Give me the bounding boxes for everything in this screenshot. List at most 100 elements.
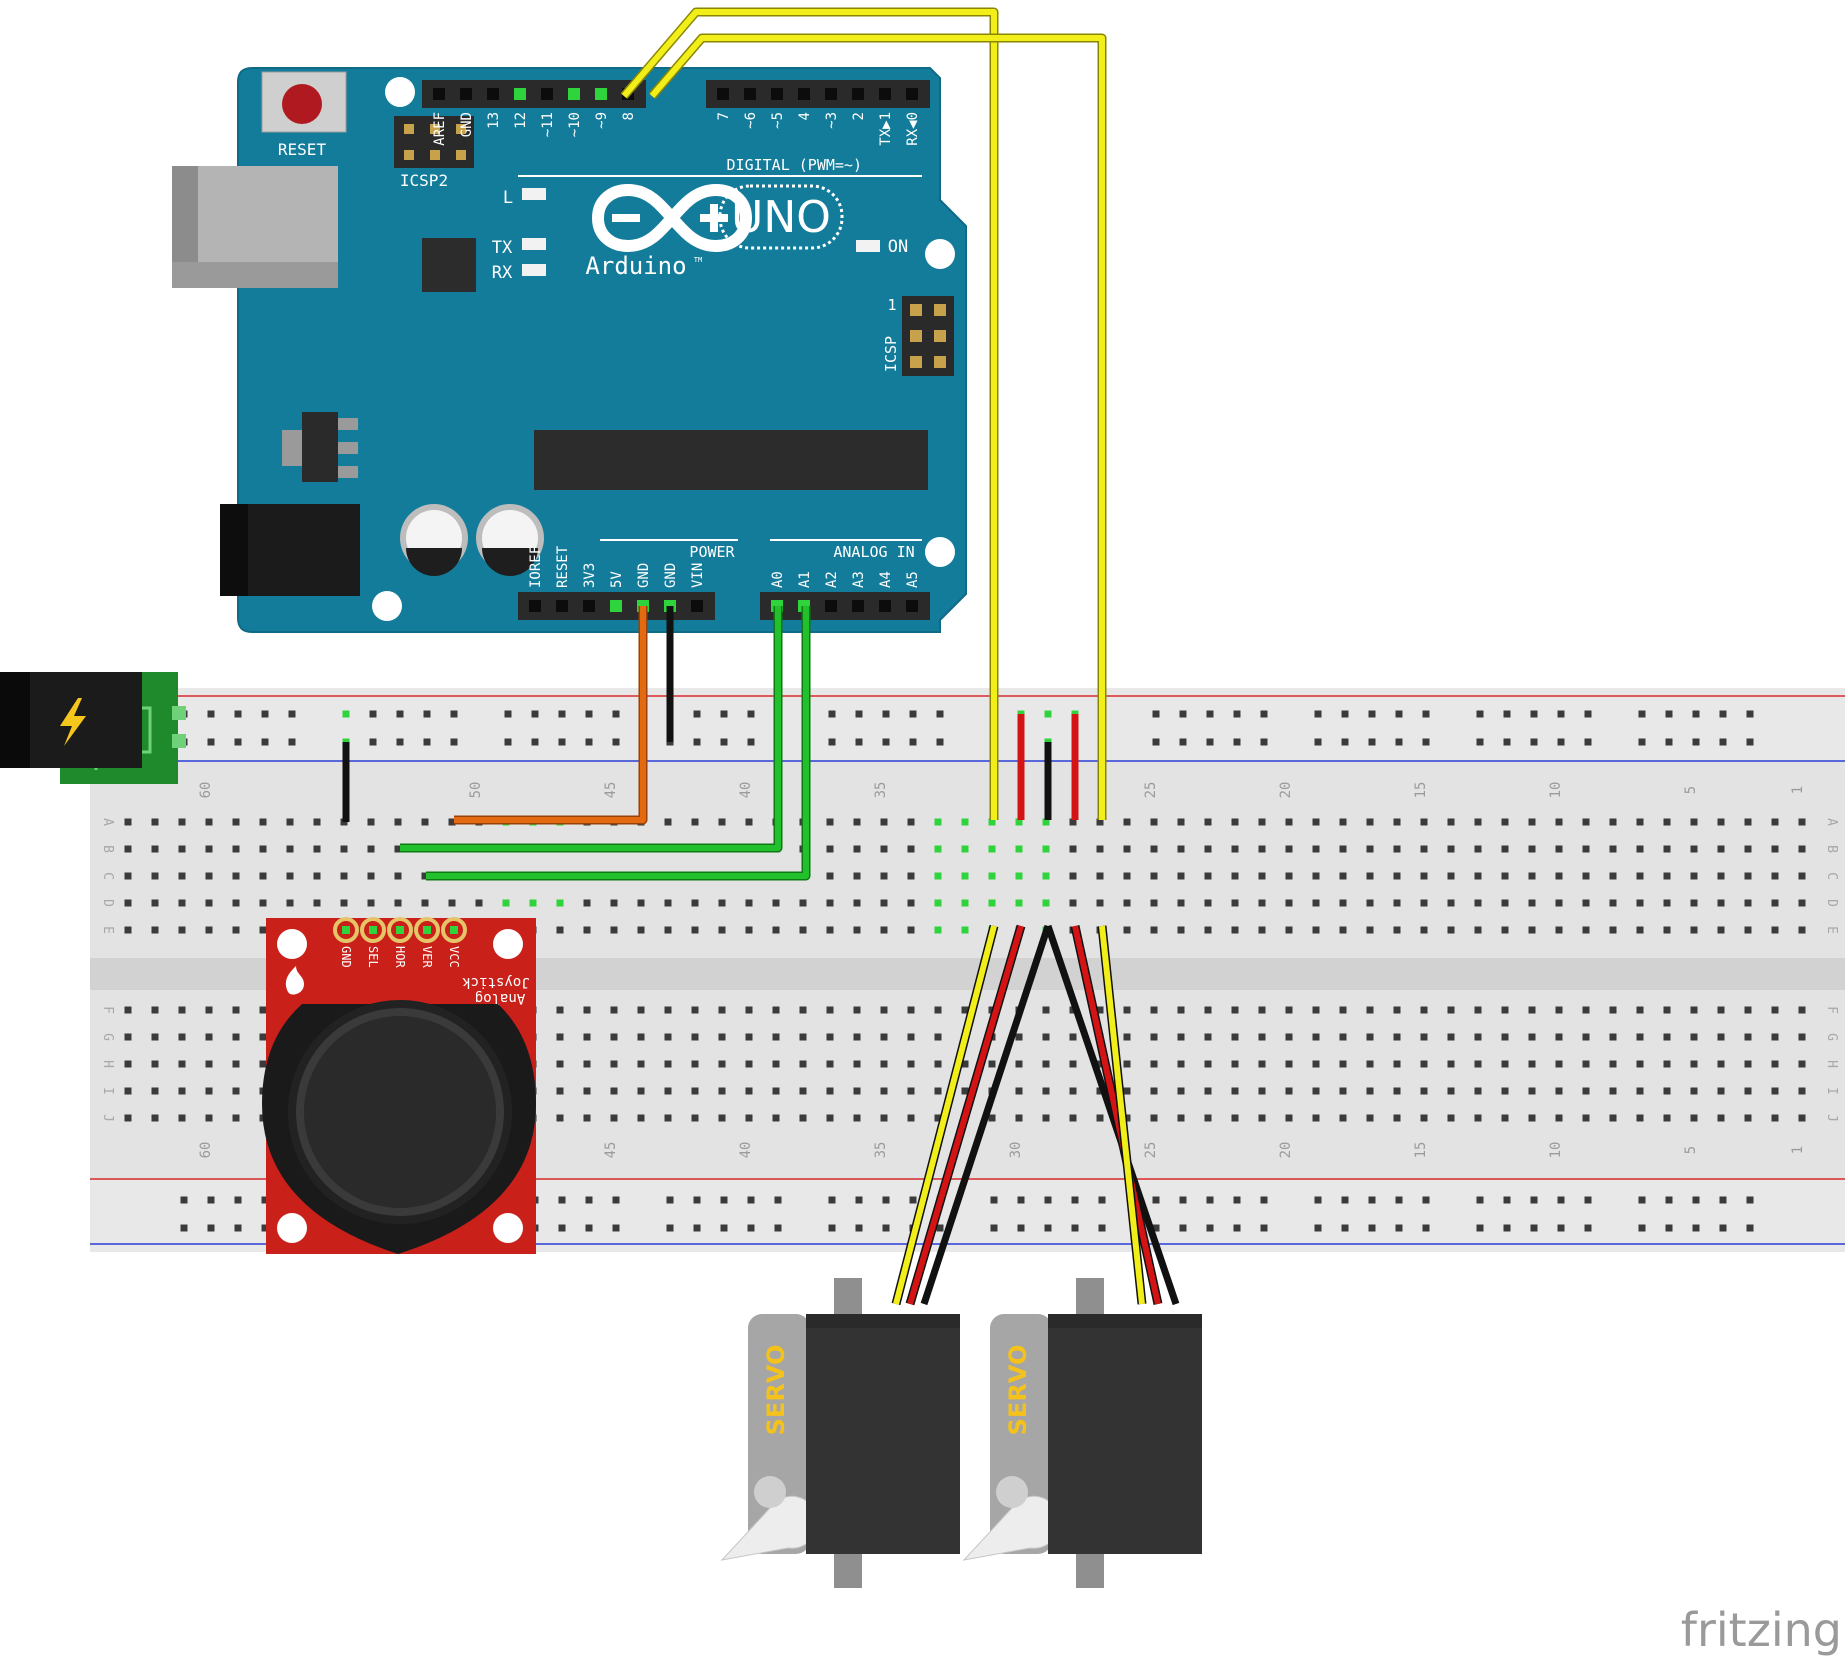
- breadboard-hole[interactable]: [1582, 1033, 1590, 1041]
- breadboard-hole[interactable]: [1636, 1060, 1644, 1068]
- breadboard-hole[interactable]: [1771, 845, 1779, 853]
- rail-hole[interactable]: [612, 738, 620, 746]
- breadboard-hole[interactable]: [610, 1033, 618, 1041]
- breadboard-hole[interactable]: [367, 899, 375, 907]
- header-pin[interactable]: [460, 88, 472, 100]
- breadboard-hole[interactable]: [583, 1033, 591, 1041]
- breadboard-hole[interactable]: [1447, 1033, 1455, 1041]
- breadboard-hole[interactable]: [826, 926, 834, 934]
- breadboard-hole[interactable]: [1393, 818, 1401, 826]
- breadboard-hole[interactable]: [1744, 818, 1752, 826]
- header-pin[interactable]: [879, 600, 891, 612]
- breadboard-hole[interactable]: [772, 899, 780, 907]
- breadboard-hole[interactable]: [1420, 845, 1428, 853]
- breadboard-hole[interactable]: [1285, 872, 1293, 880]
- rail-hole[interactable]: [1233, 738, 1241, 746]
- breadboard-hole[interactable]: [259, 926, 267, 934]
- breadboard-hole[interactable]: [1609, 1087, 1617, 1095]
- rail-hole[interactable]: [423, 710, 431, 718]
- breadboard-hole[interactable]: [637, 1033, 645, 1041]
- breadboard-hole[interactable]: [799, 1087, 807, 1095]
- breadboard-hole[interactable]: [961, 845, 969, 853]
- breadboard-hole[interactable]: [826, 1087, 834, 1095]
- breadboard-hole[interactable]: [1474, 845, 1482, 853]
- breadboard-hole[interactable]: [718, 1033, 726, 1041]
- breadboard-hole[interactable]: [1690, 818, 1698, 826]
- breadboard-hole[interactable]: [1717, 1033, 1725, 1041]
- rail-hole[interactable]: [990, 1196, 998, 1204]
- rail-hole[interactable]: [1584, 710, 1592, 718]
- breadboard-hole[interactable]: [205, 1006, 213, 1014]
- rail-hole[interactable]: [1746, 1224, 1754, 1232]
- breadboard-hole[interactable]: [1231, 872, 1239, 880]
- breadboard-hole[interactable]: [1042, 1087, 1050, 1095]
- rail-hole[interactable]: [1476, 1196, 1484, 1204]
- breadboard-hole[interactable]: [1393, 926, 1401, 934]
- rail-hole[interactable]: [288, 738, 296, 746]
- rail-hole[interactable]: [1341, 738, 1349, 746]
- breadboard-hole[interactable]: [664, 818, 672, 826]
- breadboard-hole[interactable]: [637, 899, 645, 907]
- breadboard-hole[interactable]: [988, 845, 996, 853]
- breadboard-hole[interactable]: [1204, 872, 1212, 880]
- breadboard-hole[interactable]: [1123, 1114, 1131, 1122]
- breadboard-hole[interactable]: [394, 845, 402, 853]
- breadboard-hole[interactable]: [907, 818, 915, 826]
- breadboard-hole[interactable]: [1150, 845, 1158, 853]
- breadboard-hole[interactable]: [1285, 1006, 1293, 1014]
- rail-hole[interactable]: [1638, 1196, 1646, 1204]
- breadboard-hole[interactable]: [1798, 818, 1806, 826]
- breadboard-hole[interactable]: [1501, 1087, 1509, 1095]
- breadboard-hole[interactable]: [1150, 872, 1158, 880]
- rail-hole[interactable]: [1557, 1196, 1565, 1204]
- breadboard-hole[interactable]: [1231, 1060, 1239, 1068]
- rail-hole[interactable]: [1692, 1224, 1700, 1232]
- rail-hole[interactable]: [1071, 1196, 1079, 1204]
- breadboard-hole[interactable]: [1339, 818, 1347, 826]
- breadboard-hole[interactable]: [1582, 1114, 1590, 1122]
- rail-hole[interactable]: [1260, 1196, 1268, 1204]
- breadboard-hole[interactable]: [1501, 1033, 1509, 1041]
- breadboard-hole[interactable]: [205, 899, 213, 907]
- breadboard-hole[interactable]: [1582, 845, 1590, 853]
- breadboard-hole[interactable]: [1177, 899, 1185, 907]
- breadboard-hole[interactable]: [1690, 1033, 1698, 1041]
- header-pin[interactable]: [514, 88, 526, 100]
- breadboard-hole[interactable]: [1555, 1006, 1563, 1014]
- breadboard-hole[interactable]: [907, 1033, 915, 1041]
- breadboard-hole[interactable]: [880, 845, 888, 853]
- breadboard-hole[interactable]: [205, 1060, 213, 1068]
- breadboard-hole[interactable]: [691, 1087, 699, 1095]
- rail-hole[interactable]: [909, 710, 917, 718]
- breadboard-hole[interactable]: [1555, 926, 1563, 934]
- rail-hole[interactable]: [234, 738, 242, 746]
- breadboard-hole[interactable]: [1690, 872, 1698, 880]
- breadboard-hole[interactable]: [367, 818, 375, 826]
- rail-hole[interactable]: [1503, 1224, 1511, 1232]
- breadboard-hole[interactable]: [1150, 1060, 1158, 1068]
- breadboard-hole[interactable]: [583, 1060, 591, 1068]
- rail-hole[interactable]: [1017, 1196, 1025, 1204]
- breadboard-hole[interactable]: [853, 818, 861, 826]
- breadboard-hole[interactable]: [1123, 1087, 1131, 1095]
- breadboard-hole[interactable]: [1717, 1006, 1725, 1014]
- header-pin[interactable]: [556, 600, 568, 612]
- breadboard-hole[interactable]: [1366, 1060, 1374, 1068]
- breadboard-hole[interactable]: [124, 1060, 132, 1068]
- breadboard-hole[interactable]: [259, 1006, 267, 1014]
- breadboard-hole[interactable]: [1366, 926, 1374, 934]
- breadboard-hole[interactable]: [232, 1114, 240, 1122]
- breadboard-hole[interactable]: [1420, 899, 1428, 907]
- breadboard-hole[interactable]: [772, 1033, 780, 1041]
- rail-hole[interactable]: [855, 738, 863, 746]
- breadboard-hole[interactable]: [1771, 899, 1779, 907]
- breadboard-hole[interactable]: [421, 818, 429, 826]
- breadboard-hole[interactable]: [1582, 818, 1590, 826]
- rail-hole[interactable]: [1368, 710, 1376, 718]
- rail-hole[interactable]: [855, 710, 863, 718]
- rail-hole[interactable]: [1341, 1196, 1349, 1204]
- breadboard-hole[interactable]: [1528, 818, 1536, 826]
- breadboard-hole[interactable]: [826, 1006, 834, 1014]
- breadboard-hole[interactable]: [313, 818, 321, 826]
- breadboard-hole[interactable]: [1150, 1114, 1158, 1122]
